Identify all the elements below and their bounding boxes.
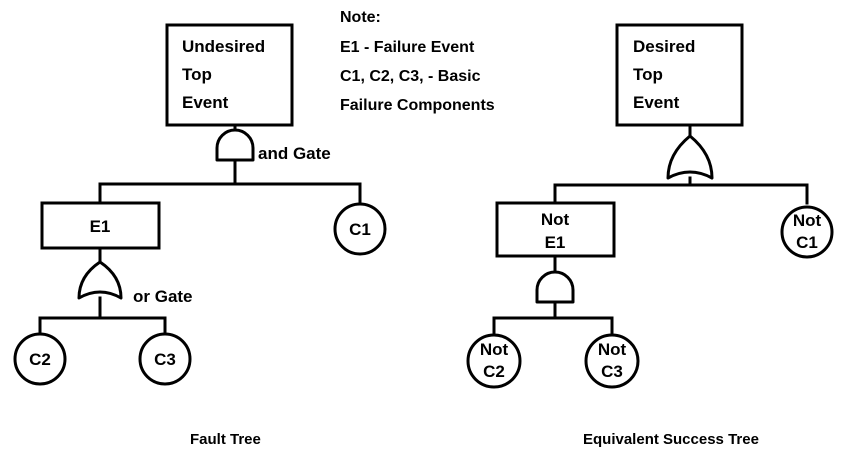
e1-event-box	[40, 201, 161, 250]
fault-tree-caption: Fault Tree	[190, 431, 261, 448]
and-gate-icon	[535, 270, 575, 304]
desired-event-label-line1: Desired	[633, 37, 695, 56]
not-c1-basic-event-circle	[780, 205, 834, 259]
not-c1-label-line2: C1	[796, 233, 818, 252]
note-line1: E1 - Failure Event	[340, 39, 475, 56]
c1-basic-event-circle	[333, 202, 387, 256]
and-gate-icon	[215, 128, 255, 162]
fault-tree: Undesired Top Event and Gate E1 or Gate …	[13, 23, 387, 448]
not-c1-label-line1: Not	[793, 211, 822, 230]
and-gate-label: and Gate	[258, 144, 331, 163]
note-heading: Note:	[340, 9, 381, 26]
c3-basic-event-circle	[138, 332, 192, 386]
c2-basic-event-circle	[13, 332, 67, 386]
or-gate-icon	[77, 260, 123, 300]
note-block: Note: E1 - Failure Event C1, C2, C3, - B…	[340, 9, 495, 114]
desired-event-label-line2: Top	[633, 65, 663, 84]
top-event-label-line2: Top	[182, 65, 212, 84]
not-c3-label-line2: C3	[601, 362, 623, 381]
not-c2-label-line2: C2	[483, 362, 505, 381]
success-tree: Desired Top Event Not E1 Not C1 Not C2 N…	[466, 23, 834, 448]
c1-label: C1	[349, 220, 371, 239]
e1-label: E1	[90, 217, 111, 236]
or-gate-icon	[666, 134, 714, 180]
desired-top-event-box	[615, 23, 744, 127]
not-e1-label-line2: E1	[545, 233, 566, 252]
note-line2: C1, C2, C3, - Basic	[340, 68, 481, 85]
not-c3-basic-event-circle	[584, 333, 640, 389]
not-e1-event-box	[495, 201, 616, 258]
top-event-label-line1: Undesired	[182, 37, 265, 56]
c3-label: C3	[154, 350, 176, 369]
note-line3: Failure Components	[340, 97, 495, 114]
undesired-top-event-box	[165, 23, 294, 127]
success-tree-caption: Equivalent Success Tree	[583, 431, 759, 448]
top-event-label-line3: Event	[182, 93, 229, 112]
not-e1-label-line1: Not	[541, 210, 570, 229]
c2-label: C2	[29, 350, 51, 369]
or-gate-label: or Gate	[133, 287, 193, 306]
not-c2-basic-event-circle	[466, 333, 522, 389]
not-c2-label-line1: Not	[480, 340, 509, 359]
not-c3-label-line1: Not	[598, 340, 627, 359]
desired-event-label-line3: Event	[633, 93, 680, 112]
